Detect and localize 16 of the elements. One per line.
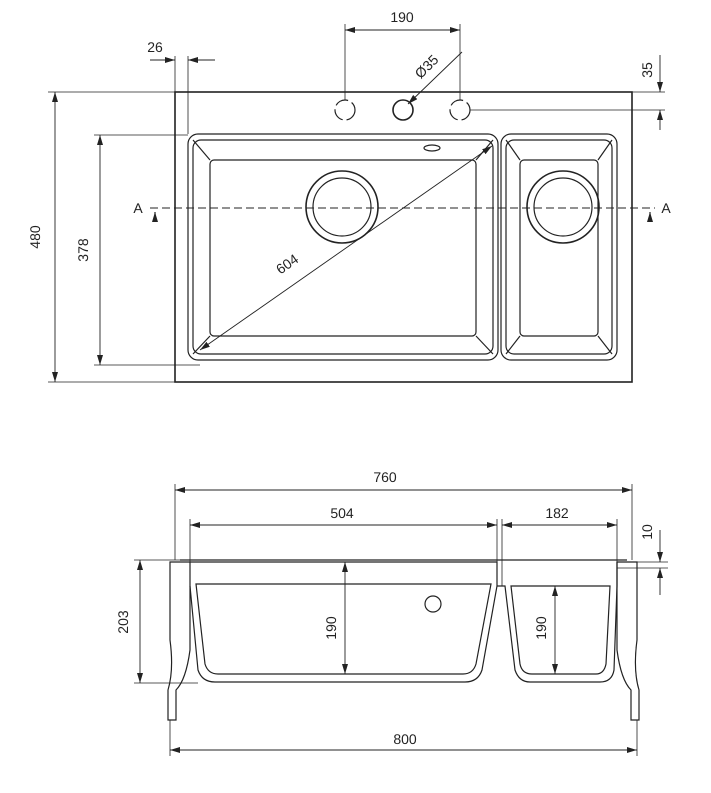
dimension-text: A	[661, 200, 671, 216]
dimension-text: 378	[75, 238, 91, 262]
dimension-text: 800	[393, 731, 417, 747]
dimension-text: A	[133, 200, 143, 216]
dimension-text: 190	[533, 616, 549, 640]
dimension-text: 190	[323, 616, 339, 640]
dimension-text: 182	[545, 505, 569, 521]
dimension-text: 190	[390, 9, 414, 25]
dimension-text: 604	[272, 250, 302, 278]
dimension-text: 480	[27, 225, 43, 249]
dimension-text: 504	[330, 505, 354, 521]
dimension-text: 26	[147, 39, 163, 55]
dimension-text: 35	[639, 62, 655, 78]
dimension-text: 203	[115, 610, 131, 634]
dimension-text: 760	[373, 469, 397, 485]
dimension-text: 10	[639, 524, 655, 540]
